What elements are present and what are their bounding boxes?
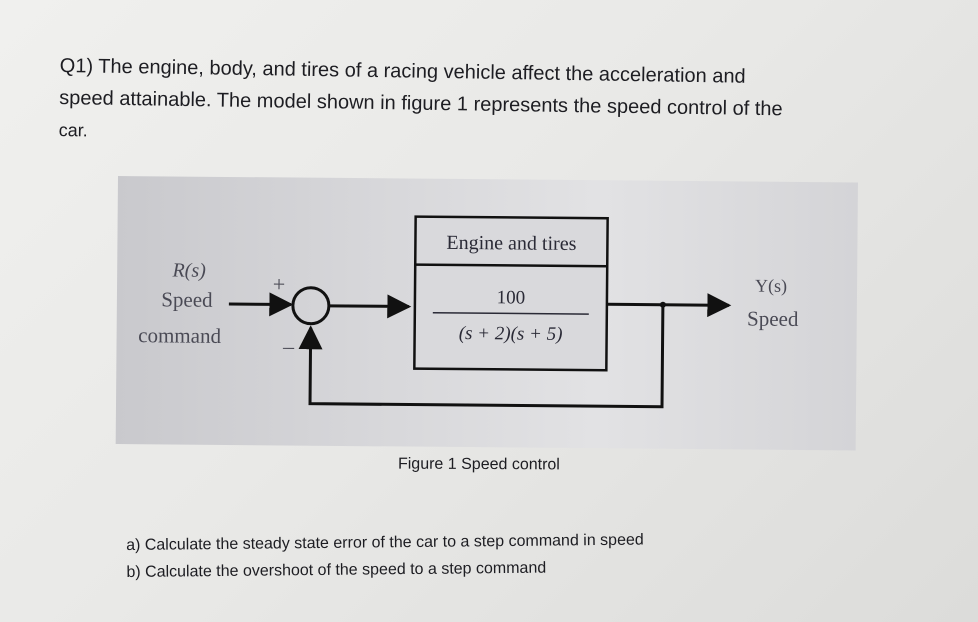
block-title-divider <box>415 263 608 268</box>
minus-sign: – <box>282 333 295 358</box>
input-symbol: R(s) <box>171 259 206 281</box>
output-arrow <box>606 293 732 318</box>
error-arrow <box>328 294 412 319</box>
plus-sign: + <box>273 271 286 296</box>
input-label-command: command <box>138 323 222 348</box>
figure-caption: Figure 1 Speed control <box>397 455 560 474</box>
output-symbol: Y(s) <box>755 276 787 297</box>
input-arrow <box>228 292 294 317</box>
block-diagram-svg: R(s) Speed command + – Engine and tires … <box>138 215 799 409</box>
question-text: Q1) The engine, body, and tires of a rac… <box>58 50 919 159</box>
block-title: Engine and tires <box>446 232 576 255</box>
summing-junction <box>291 286 331 326</box>
transfer-function-block <box>413 215 609 372</box>
block-diagram: R(s) Speed command + – Engine and tires … <box>115 176 858 451</box>
output-label-speed: Speed <box>747 306 799 330</box>
feedback-path <box>298 304 665 409</box>
question-parts: a) Calculate the steady state error of t… <box>126 525 827 586</box>
input-label-speed: Speed <box>161 287 213 311</box>
numerator: 100 <box>497 287 526 308</box>
denominator: (s + 2)(s + 5) <box>459 323 563 345</box>
fraction-bar <box>432 312 589 315</box>
